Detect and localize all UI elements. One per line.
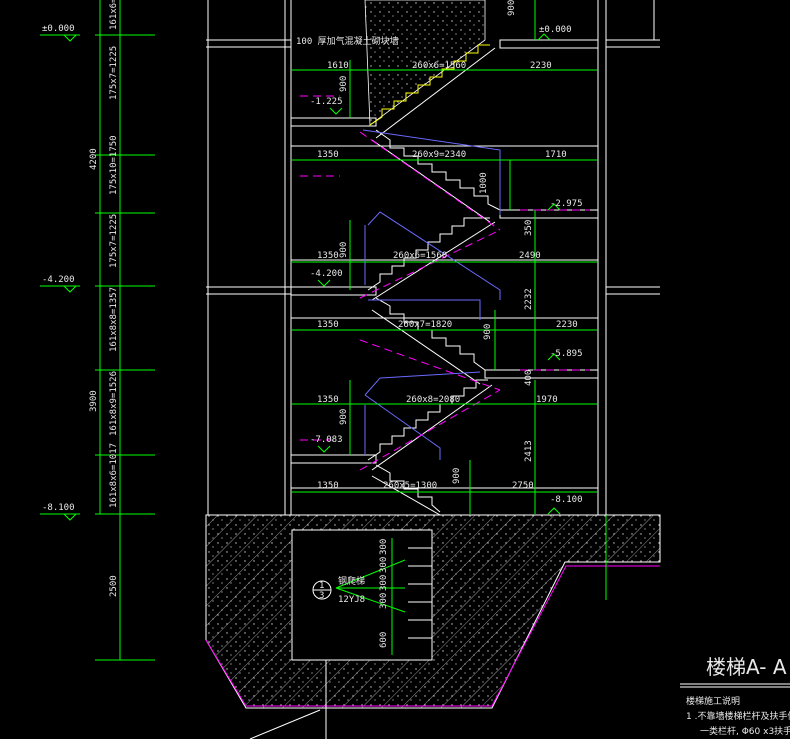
dim-p300d: 300 bbox=[379, 593, 389, 609]
inner-level-markers bbox=[317, 33, 561, 515]
steel-ladder bbox=[312, 538, 432, 655]
flight-3: 260x6=1560 bbox=[393, 251, 447, 261]
dim-d4: 161x8x8=1357 bbox=[109, 287, 119, 352]
dim-v900c: 900 bbox=[339, 242, 349, 258]
pit-ref: 12YJ8 bbox=[338, 595, 365, 605]
hidden-lines bbox=[362, 129, 501, 460]
dim-v900e: 900 bbox=[339, 409, 349, 425]
flight-1: 260x6=1560 bbox=[412, 61, 466, 71]
callout-sub: 3 bbox=[319, 591, 324, 601]
dim-1350-3: 1350 bbox=[317, 320, 339, 330]
aerated-block-fill bbox=[364, 0, 486, 126]
level-top-right: ±0.000 bbox=[539, 25, 572, 35]
dim-2490: 2490 bbox=[519, 251, 541, 261]
dim-p600: 600 bbox=[379, 632, 389, 648]
dim-2230: 2230 bbox=[530, 61, 552, 71]
left-dimension-column bbox=[40, 0, 155, 661]
dim-v2413: 2413 bbox=[524, 440, 534, 462]
flight-4: 260x7=1820 bbox=[398, 320, 452, 330]
dim-1710: 1710 bbox=[545, 150, 567, 160]
dim-v2232: 2232 bbox=[524, 288, 534, 310]
dim-v900b: 900 bbox=[507, 0, 517, 16]
dim-v900f: 900 bbox=[452, 468, 462, 484]
pit-label: 钢爬梯 bbox=[338, 575, 365, 587]
dim-pit: 2500 bbox=[109, 575, 119, 597]
dim-total-4200: 4200 bbox=[89, 148, 99, 170]
level-label-8100: -8.100 bbox=[42, 503, 75, 513]
callout-number: 1 bbox=[319, 581, 324, 591]
inner-dimension-lines bbox=[291, 0, 598, 514]
dim-1350-5: 1350 bbox=[317, 481, 339, 491]
notes-heading: 楼梯施工说明 bbox=[686, 695, 740, 707]
level-8100-inner: -8.100 bbox=[550, 495, 583, 505]
dim-2230b: 2230 bbox=[556, 320, 578, 330]
dim-top-partial: 161x6=1175 bbox=[109, 0, 119, 30]
dim-d6: 161x8x6=1017 bbox=[109, 443, 119, 508]
drawing-title: 楼梯A- A 剖 bbox=[706, 655, 790, 679]
dim-v350: 350 bbox=[524, 220, 534, 236]
level-2975: -2.975 bbox=[550, 199, 583, 209]
note-2: 一类栏杆, Φ60 x3扶手 bbox=[700, 725, 790, 737]
dim-1350-1: 1350 bbox=[317, 150, 339, 160]
dim-v900a: 900 bbox=[339, 76, 349, 92]
dim-1350-4: 1350 bbox=[317, 395, 339, 405]
flight-6: 260x5=1300 bbox=[383, 481, 437, 491]
dim-total-3900: 3900 bbox=[89, 390, 99, 412]
level-7083: -7.083 bbox=[310, 435, 343, 445]
dim-p300b: 300 bbox=[379, 557, 389, 573]
level-4200-inner: -4.200 bbox=[310, 269, 343, 279]
dim-1970: 1970 bbox=[536, 395, 558, 405]
stair-flights bbox=[367, 44, 501, 516]
flight-5: 260x8=2080 bbox=[406, 395, 460, 405]
dim-v1000: 1000 bbox=[479, 172, 489, 194]
handrails bbox=[300, 95, 590, 471]
dim-d1: 175x7=1225 bbox=[109, 46, 119, 100]
level-label-4200: -4.200 bbox=[42, 275, 75, 285]
level-5895: -5.895 bbox=[550, 349, 583, 359]
dim-d3: 175x7=1225 bbox=[109, 214, 119, 268]
dim-v900d: 900 bbox=[483, 324, 493, 340]
dim-p300c: 300 bbox=[379, 575, 389, 591]
dim-d2: 175x10=1750 bbox=[109, 135, 119, 195]
level-1225: -1.225 bbox=[310, 97, 343, 107]
foundation-speckle bbox=[206, 515, 660, 708]
dim-p300a: 300 bbox=[379, 539, 389, 555]
note-1: 1 .不靠墙楼梯栏杆及扶手做法 bbox=[686, 710, 790, 722]
pit-ground-line bbox=[249, 709, 321, 739]
dim-d5: 161x8x9=1526 bbox=[109, 371, 119, 436]
dim-1610: 1610 bbox=[327, 61, 349, 71]
flight-2: 260x9=2340 bbox=[412, 150, 466, 160]
level-label-0: ±0.000 bbox=[42, 24, 75, 34]
dim-1350-2: 1350 bbox=[317, 251, 339, 261]
dim-2750: 2750 bbox=[512, 481, 534, 491]
slab-note: 100 厚加气混凝土砌块墙 bbox=[296, 35, 399, 47]
dim-v400: 400 bbox=[524, 370, 534, 386]
waterproof-line bbox=[205, 565, 660, 707]
